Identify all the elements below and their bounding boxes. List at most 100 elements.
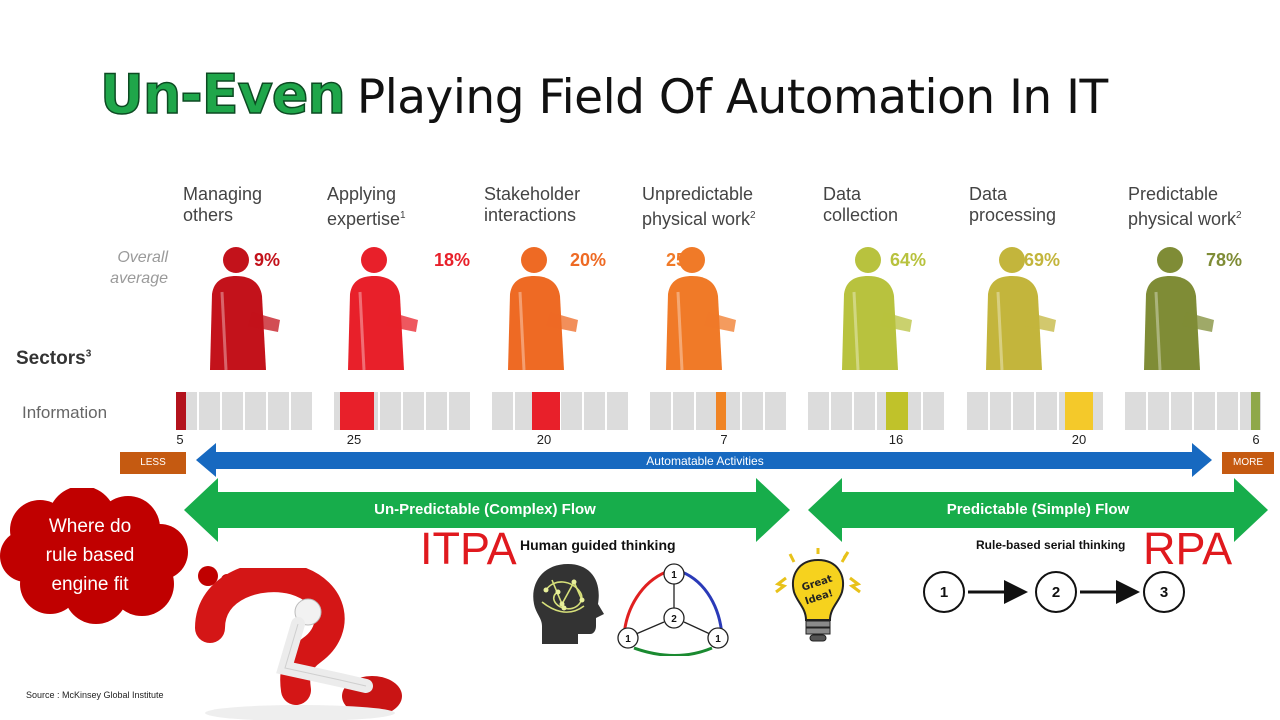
bar-segment [492, 392, 513, 430]
rule-based-thinking-label: Rule-based serial thinking [976, 538, 1126, 552]
bar-segment [426, 392, 447, 430]
serial-node-1-label: 1 [940, 584, 948, 601]
category-header-line: physical work2 [642, 209, 756, 229]
sector-bar [808, 392, 944, 430]
bar-segment [1036, 392, 1057, 430]
sector-value-label: 16 [888, 432, 904, 447]
title-emphasis: Un-Even [99, 63, 346, 126]
category-header-line: Applying [327, 184, 397, 204]
worker-figure-icon [508, 247, 578, 370]
source-citation: Source : McKinsey Global Institute [26, 690, 164, 700]
bar-segment [808, 392, 829, 430]
bar-segment [291, 392, 312, 430]
triangle-node-center-label: 2 [671, 614, 677, 625]
sector-bar-highlight [176, 392, 186, 430]
overall-average-percent: 78% [1206, 250, 1243, 270]
bar-segment [449, 392, 470, 430]
category-header-line: collection [823, 205, 899, 225]
bar-segment [561, 392, 582, 430]
worker-figure-icon [666, 247, 736, 370]
category-header-line: Stakeholder [484, 184, 581, 204]
sector-information-label: Information [22, 403, 108, 422]
bar-segment [765, 392, 786, 430]
bar-segment [923, 392, 944, 430]
serial-node-2 [1035, 571, 1077, 613]
category-header-line: interactions [484, 205, 577, 225]
bar-segment [1148, 392, 1169, 430]
triangle-node-right [707, 627, 729, 649]
triangle-node-center [663, 607, 685, 629]
bar-segment [515, 392, 536, 430]
serial-node-3-label: 3 [1160, 584, 1168, 601]
worker-figure-icon [210, 247, 280, 370]
bar-segment [1171, 392, 1192, 430]
brain-head-icon [533, 564, 604, 644]
sector-value-label: 20 [536, 432, 552, 447]
overall-average-percent: 9% [254, 250, 281, 270]
bar-segment [967, 392, 988, 430]
worker-figure-icon [842, 247, 912, 370]
sector-bar-highlight [1251, 392, 1260, 430]
overall-average-percent: 64% [890, 250, 927, 270]
sector-bar-highlight [716, 392, 726, 430]
worker-figure-icon [1144, 247, 1214, 370]
question-mark-figure [195, 568, 402, 720]
sector-bar [650, 392, 786, 430]
sector-value-label: 5 [176, 432, 184, 447]
serial-node-3 [1143, 571, 1185, 613]
bar-segment [607, 392, 628, 430]
category-header-line: physical work2 [1128, 209, 1242, 229]
bar-segment [199, 392, 220, 430]
bar-segment [1217, 392, 1238, 430]
sector-value-label: 25 [346, 432, 362, 447]
sector-value-label: 6 [1252, 432, 1260, 447]
sector-bar [176, 392, 312, 430]
human-guided-thinking-label: Human guided thinking [520, 537, 676, 553]
overall-average-percent: 69% [1024, 250, 1061, 270]
category-header-line: Unpredictable [642, 184, 754, 204]
less-badge: LESS [120, 452, 186, 474]
sector-bar-highlight [532, 392, 560, 430]
sectors-label: Sectors3 [16, 348, 92, 369]
bar-segment [584, 392, 605, 430]
bar-segment [1013, 392, 1034, 430]
worker-figure-icon [348, 247, 418, 370]
bar-segment [990, 392, 1011, 430]
category-header-line: Data [969, 184, 1008, 204]
serial-flow-diagram: 1 2 3 [923, 571, 1185, 613]
sector-bar [334, 392, 470, 430]
worker-figure-icon [986, 247, 1056, 370]
category-header: Unpredictable physical work2 [642, 184, 792, 230]
sector-bar [967, 392, 1103, 430]
bar-segment [696, 392, 717, 430]
bar-segment [222, 392, 243, 430]
bar-segment [268, 392, 289, 430]
rpa-label: RPA [1143, 523, 1233, 574]
great-idea-bulb-icon: Great Idea! [774, 548, 862, 642]
bar-segment [742, 392, 763, 430]
category-header-line: processing [969, 205, 1057, 225]
category-header-line: others [183, 205, 234, 225]
triangle-node-right-label: 1 [715, 634, 721, 645]
bar-segment [854, 392, 875, 430]
overall-average-percent: 18% [434, 250, 471, 270]
bar-segment [831, 392, 852, 430]
serial-node-2-label: 2 [1052, 584, 1060, 601]
triangle-node-top-label: 1 [671, 570, 677, 581]
serial-node-1 [923, 571, 965, 613]
triangle-node-top [663, 563, 685, 585]
bar-segment [1125, 392, 1146, 430]
thought-cloud [0, 488, 244, 624]
category-header-line: Managing [183, 184, 263, 204]
triangle-network-diagram: 1 2 1 1 [617, 563, 729, 656]
more-badge: MORE [1222, 452, 1274, 474]
simple-flow-label: Predictable (Simple) Flow [946, 501, 1130, 518]
bar-segment [403, 392, 424, 430]
